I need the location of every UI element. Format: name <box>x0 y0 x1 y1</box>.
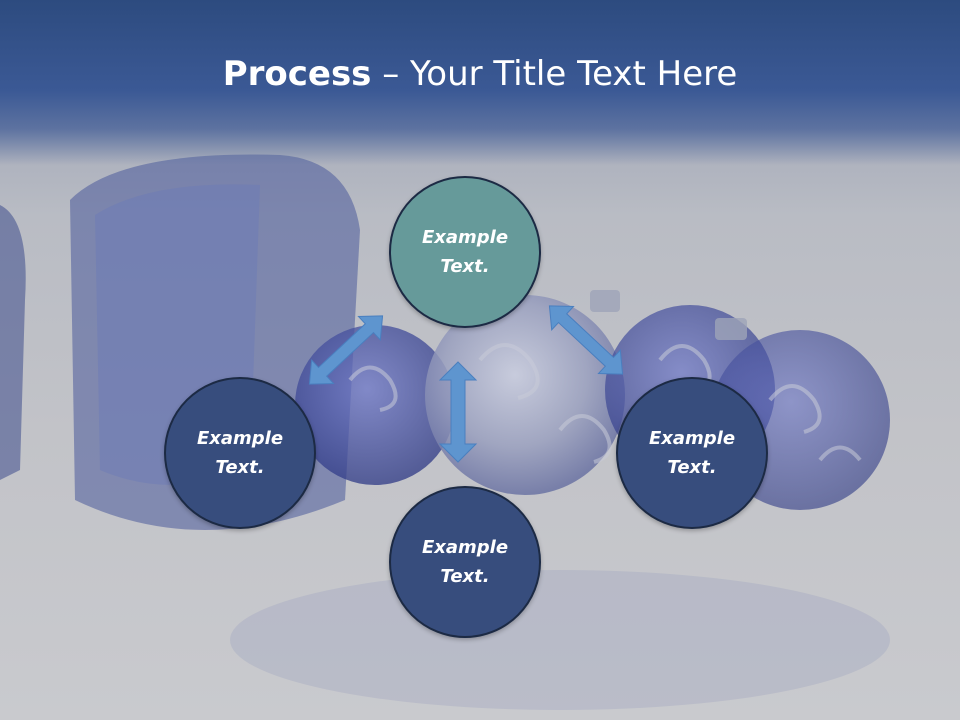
node-right-text: Example Text. <box>648 428 736 478</box>
node-bottom-text: Example Text. <box>421 537 509 587</box>
process-node-left[interactable]: Example Text. <box>164 377 316 529</box>
node-top-text: Example Text. <box>421 227 509 277</box>
process-node-right[interactable]: Example Text. <box>616 377 768 529</box>
arrow-top-left <box>308 315 384 385</box>
title-rest: – Your Title Text Here <box>371 54 738 94</box>
title-bar <box>0 0 960 165</box>
node-left-text: Example Text. <box>196 428 284 478</box>
slide-title[interactable]: Process – Your Title Text Here <box>0 52 960 96</box>
title-bold: Process <box>222 54 372 94</box>
arrow-top-right <box>548 305 624 375</box>
process-node-top[interactable]: Example Text. <box>389 176 541 328</box>
arrow-center-vertical <box>438 361 478 463</box>
process-node-bottom[interactable]: Example Text. <box>389 486 541 638</box>
